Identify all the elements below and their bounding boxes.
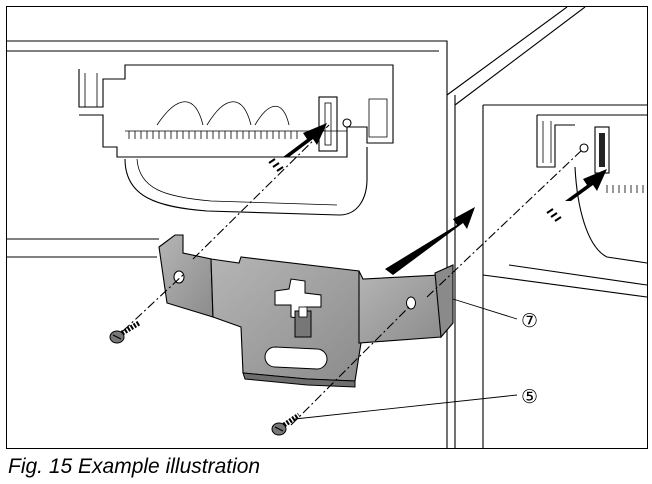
callout-bracket-label: ⑦ — [521, 310, 538, 332]
callout-screw-label: ⑤ — [521, 386, 538, 408]
arrow-icon — [268, 123, 607, 275]
figure-caption: Fig. 15 Example illustration — [8, 455, 261, 478]
callout-bracket: ⑦ — [452, 298, 538, 332]
right-appliance-outline — [482, 104, 647, 448]
screw-icon — [109, 320, 301, 436]
callout-screw: ⑤ — [294, 386, 538, 420]
alignment-lines — [122, 124, 584, 426]
left-hinge-recess — [78, 64, 394, 216]
figure-frame: ⑦ ⑤ — [6, 6, 648, 449]
mounting-bracket — [158, 234, 454, 388]
